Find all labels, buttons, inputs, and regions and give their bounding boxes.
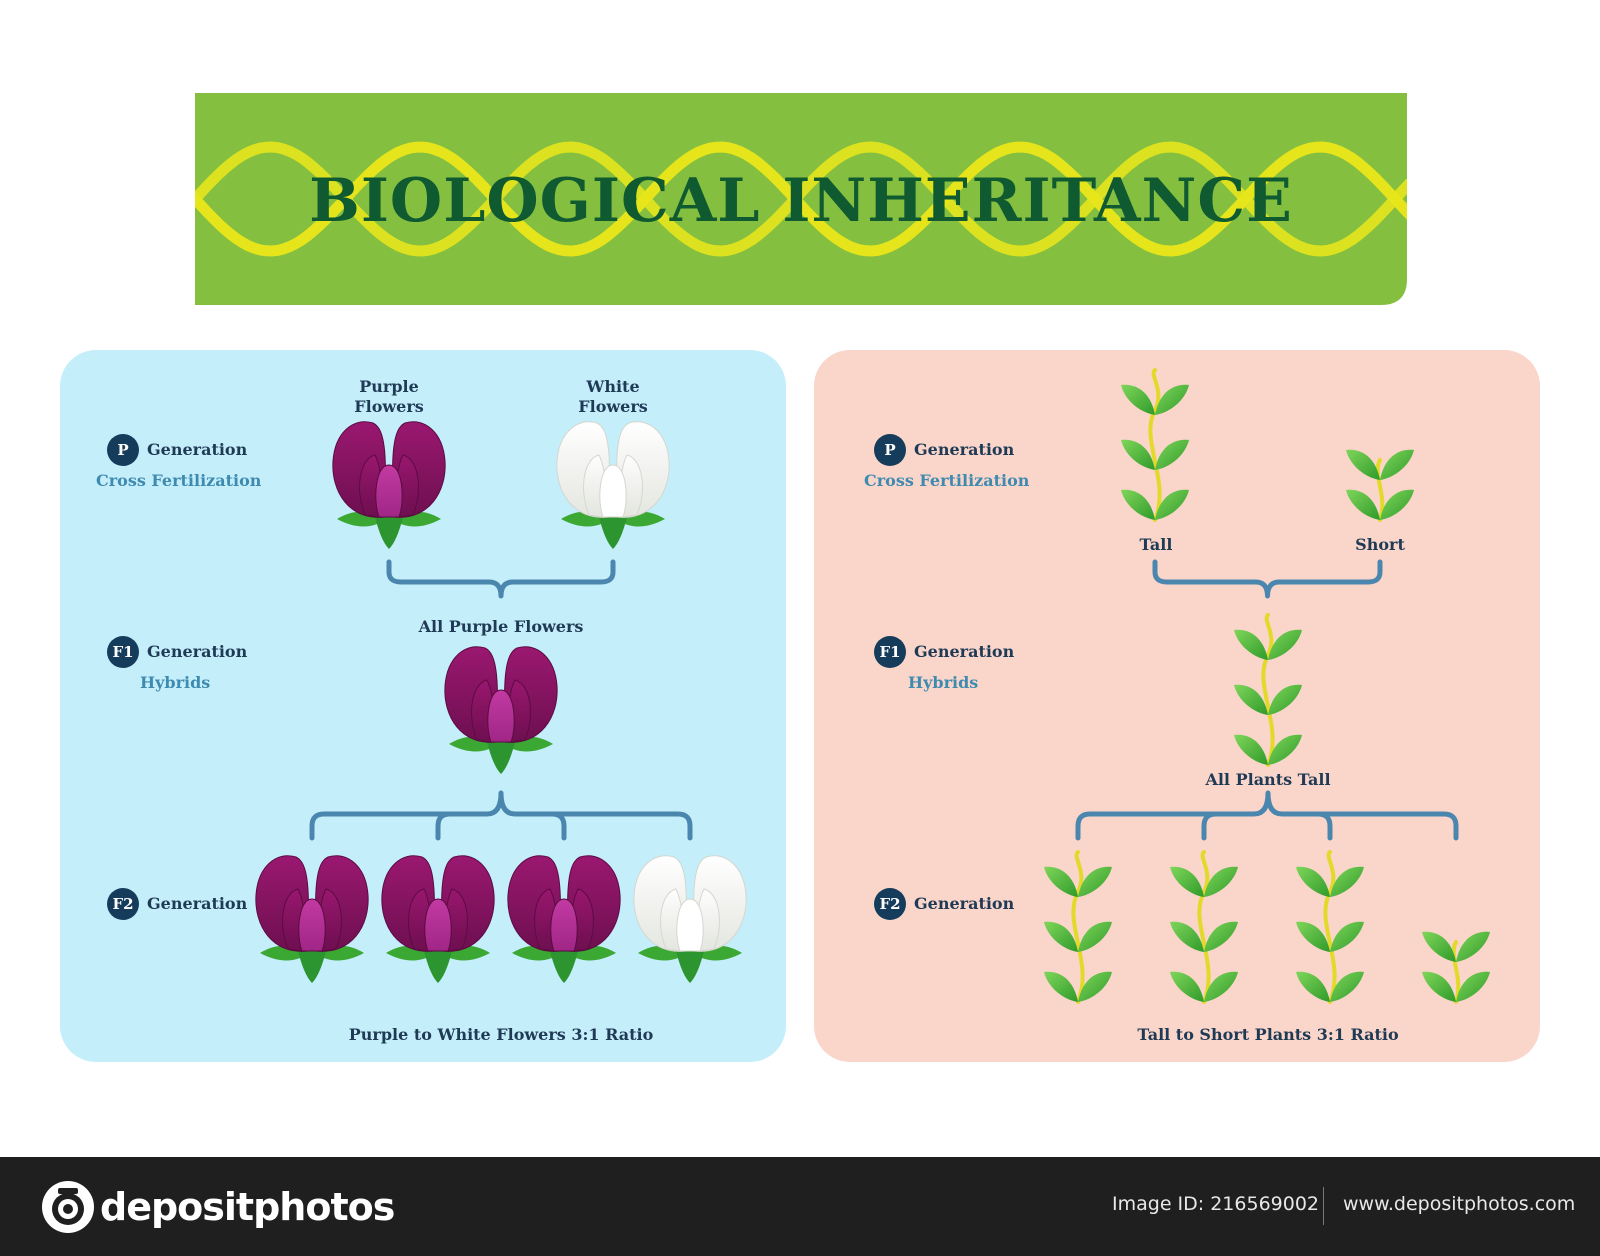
f2-plant-3	[1296, 850, 1364, 1004]
tall-label: Tall	[1139, 535, 1173, 554]
p-generation-subtitle: Cross Fertilization	[96, 471, 262, 490]
purple-flowers-label: Purple Flowers	[354, 377, 424, 416]
f1-result-label-right: All Plants Tall	[1205, 770, 1331, 789]
f1-to-f2-bracket-right	[1075, 790, 1459, 841]
peas-height-panel	[814, 350, 1540, 1062]
f2-flower-1	[255, 855, 369, 983]
short-label: Short	[1355, 535, 1405, 554]
parent-purple-flower	[332, 421, 446, 549]
site-url[interactable]: www.depositphotos.com	[1343, 1193, 1576, 1215]
f1-result-label: All Purple Flowers	[418, 617, 584, 636]
f1-to-f2-bracket-left	[309, 790, 693, 841]
f1-tall-plant	[1234, 613, 1302, 767]
f2-flower-3	[507, 855, 621, 983]
f1-badge-right: F1	[874, 636, 906, 668]
p-generation-label: Generation	[147, 440, 248, 459]
footer-bar: depositphotos Image ID: 216569002 www.de…	[0, 1157, 1600, 1256]
f1-generation-label-right: Generation	[914, 642, 1015, 661]
p-badge-right: P	[874, 434, 906, 466]
f1-generation-label: Generation	[147, 642, 248, 661]
flower-group	[255, 421, 747, 983]
p-badge: P	[107, 434, 139, 466]
f2-plant-2	[1170, 850, 1238, 1004]
parent-white-flower	[556, 421, 670, 549]
f2-badge: F2	[107, 888, 139, 920]
dna-helix-icon	[195, 141, 1407, 257]
p-to-f1-bracket-left	[386, 559, 616, 599]
parent-tall-plant	[1121, 368, 1189, 522]
f1-badge: F1	[107, 636, 139, 668]
f2-plant-1	[1044, 850, 1112, 1004]
f1-purple-flower	[444, 646, 558, 774]
p-generation-subtitle-right: Cross Fertilization	[864, 471, 1030, 490]
f2-badge-right: F2	[874, 888, 906, 920]
f2-flower-2	[381, 855, 495, 983]
page-title: BIOLOGICAL INHERITANCE	[309, 166, 1293, 236]
plant-group	[1044, 368, 1490, 1004]
camera-logo-icon	[42, 1181, 94, 1233]
image-id: Image ID: 216569002	[1112, 1193, 1320, 1215]
f1-generation-subtitle: Hybrids	[140, 673, 211, 692]
bracket-icon	[309, 559, 1459, 841]
plant-ratio-caption: Tall to Short Plants 3:1 Ratio	[1137, 1025, 1399, 1044]
f2-generation-label: Generation	[147, 894, 248, 913]
f2-flower-4	[633, 855, 747, 983]
parent-short-plant	[1346, 449, 1414, 522]
p-generation-label-right: Generation	[914, 440, 1015, 459]
footer-divider	[1323, 1187, 1324, 1225]
white-flowers-label: White Flowers	[578, 377, 648, 416]
f2-generation-label-right: Generation	[914, 894, 1015, 913]
brand-name: depositphotos	[100, 1185, 395, 1229]
p-to-f1-bracket-right	[1152, 559, 1383, 599]
f1-generation-subtitle-right: Hybrids	[908, 673, 979, 692]
flower-ratio-caption: Purple to White Flowers 3:1 Ratio	[348, 1025, 654, 1044]
f2-plant-4	[1422, 931, 1490, 1004]
